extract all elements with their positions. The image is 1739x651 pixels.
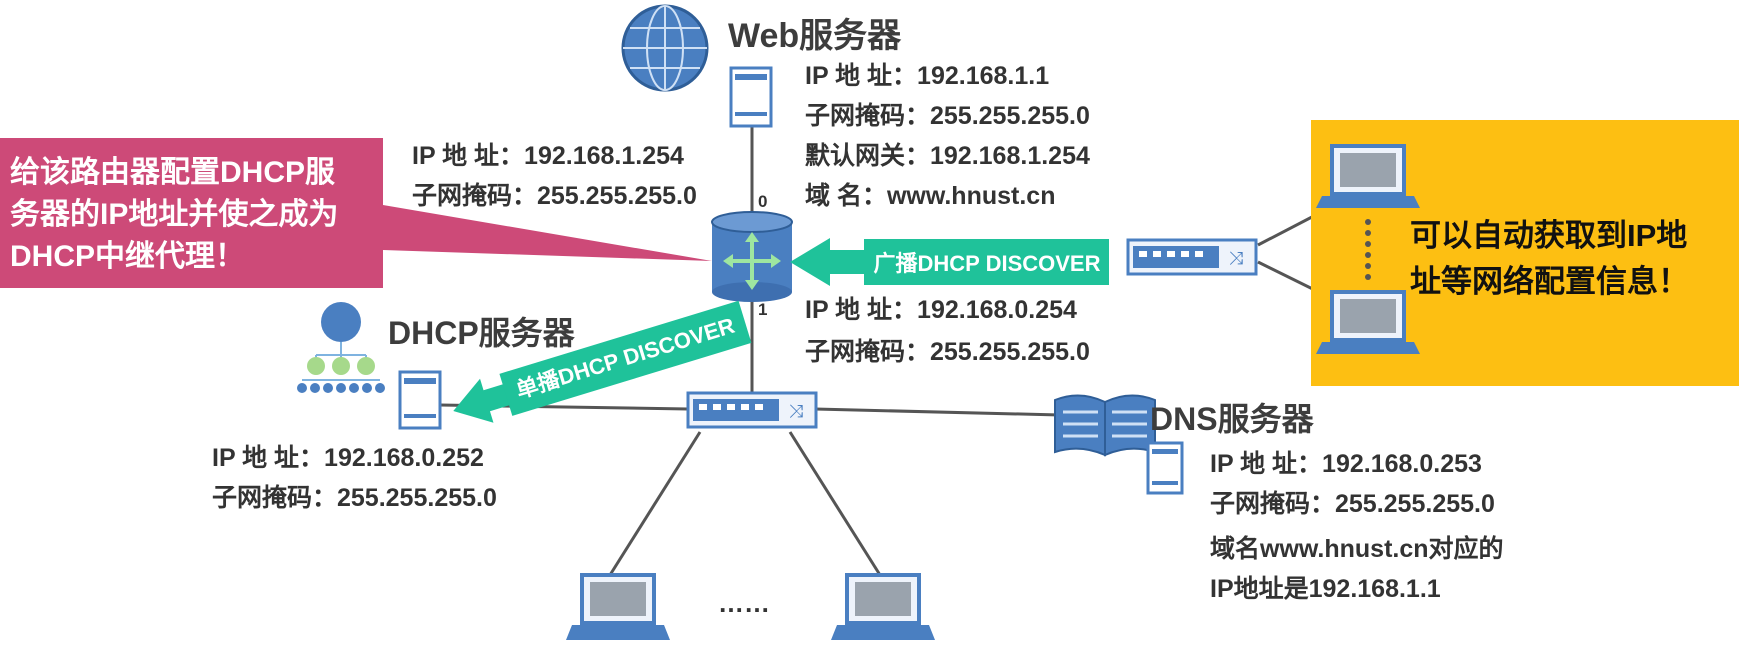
org-chart-icon — [297, 302, 385, 393]
router-callout — [0, 138, 712, 288]
dhcp-server-mask: 子网掩码：255.255.255.0 — [212, 484, 497, 512]
svg-text:⤨: ⤨ — [1229, 248, 1243, 269]
vertical-dots — [1365, 219, 1371, 280]
switch-icon: ⤨ — [686, 391, 818, 429]
laptop-icon — [831, 573, 935, 640]
broadcast-label: 广播DHCP DISCOVER — [874, 251, 1101, 276]
web-server-ip: IP 地 址：192.168.1.1 — [805, 62, 1050, 90]
web-server-domain: 域 名：www.hnust.cn — [805, 182, 1056, 210]
router-port-0: 0 — [758, 192, 768, 211]
router-callout-text: 给该路由器配置DHCP服 务器的IP地址并使之成为 DHCP中继代理！ — [10, 152, 380, 278]
dns-server-note-1: 域名www.hnust.cn对应的 — [1210, 535, 1504, 563]
dns-server-icon — [1146, 441, 1184, 495]
dhcp-server-ip: IP 地 址：192.168.0.252 — [212, 444, 484, 472]
router-if1-mask: 子网掩码：255.255.255.0 — [805, 338, 1090, 366]
router-if0-ip: IP 地 址：192.168.1.254 — [412, 142, 684, 170]
dns-server-title: DNS服务器 — [1150, 401, 1314, 437]
router-port-1: 1 — [758, 300, 768, 319]
web-server-mask: 子网掩码：255.255.255.0 — [805, 102, 1090, 130]
link-switch-host-left — [608, 431, 702, 576]
book-icon — [1054, 394, 1156, 457]
dhcp-server-icon — [398, 370, 442, 430]
link-switch-dns — [814, 407, 1061, 417]
laptop-icon — [1316, 144, 1420, 208]
router-callout-line: 给该路由器配置DHCP服 — [10, 156, 336, 189]
router-icon — [711, 211, 793, 302]
unicast-arrow — [453, 300, 752, 423]
dns-server-note-2: IP地址是192.168.1.1 — [1210, 575, 1441, 603]
hub-icon: ⤨ — [1126, 238, 1258, 276]
laptop-icon — [1316, 290, 1420, 354]
svg-text:⤨: ⤨ — [789, 401, 803, 422]
web-server-title: Web服务器 — [728, 17, 902, 55]
router-callout-line: 务器的IP地址并使之成为 — [10, 198, 339, 231]
dns-server-mask: 子网掩码：255.255.255.0 — [1210, 490, 1495, 518]
hosts-callout-text: 可以自动获取到IP地 址等网络配置信息！ — [1410, 213, 1725, 305]
hosts-callout-line: 址等网络配置信息！ — [1410, 264, 1689, 299]
router-if1-ip: IP 地 址：192.168.0.254 — [805, 296, 1077, 324]
laptop-icon — [566, 573, 670, 640]
link-switch-host-right — [788, 431, 882, 576]
hosts-ellipsis: …… — [718, 588, 770, 618]
web-server-icon — [729, 66, 773, 128]
dhcp-server-title: DHCP服务器 — [388, 315, 575, 351]
dns-server-ip: IP 地 址：192.168.0.253 — [1210, 450, 1482, 478]
broadcast-arrow — [790, 238, 1109, 286]
router-callout-line: DHCP中继代理！ — [10, 240, 246, 273]
globe-icon — [621, 4, 709, 92]
router-if0-mask: 子网掩码：255.255.255.0 — [412, 182, 697, 210]
web-server-gateway: 默认网关：192.168.1.254 — [805, 142, 1090, 170]
hosts-callout-line: 可以自动获取到IP地 — [1410, 218, 1688, 253]
